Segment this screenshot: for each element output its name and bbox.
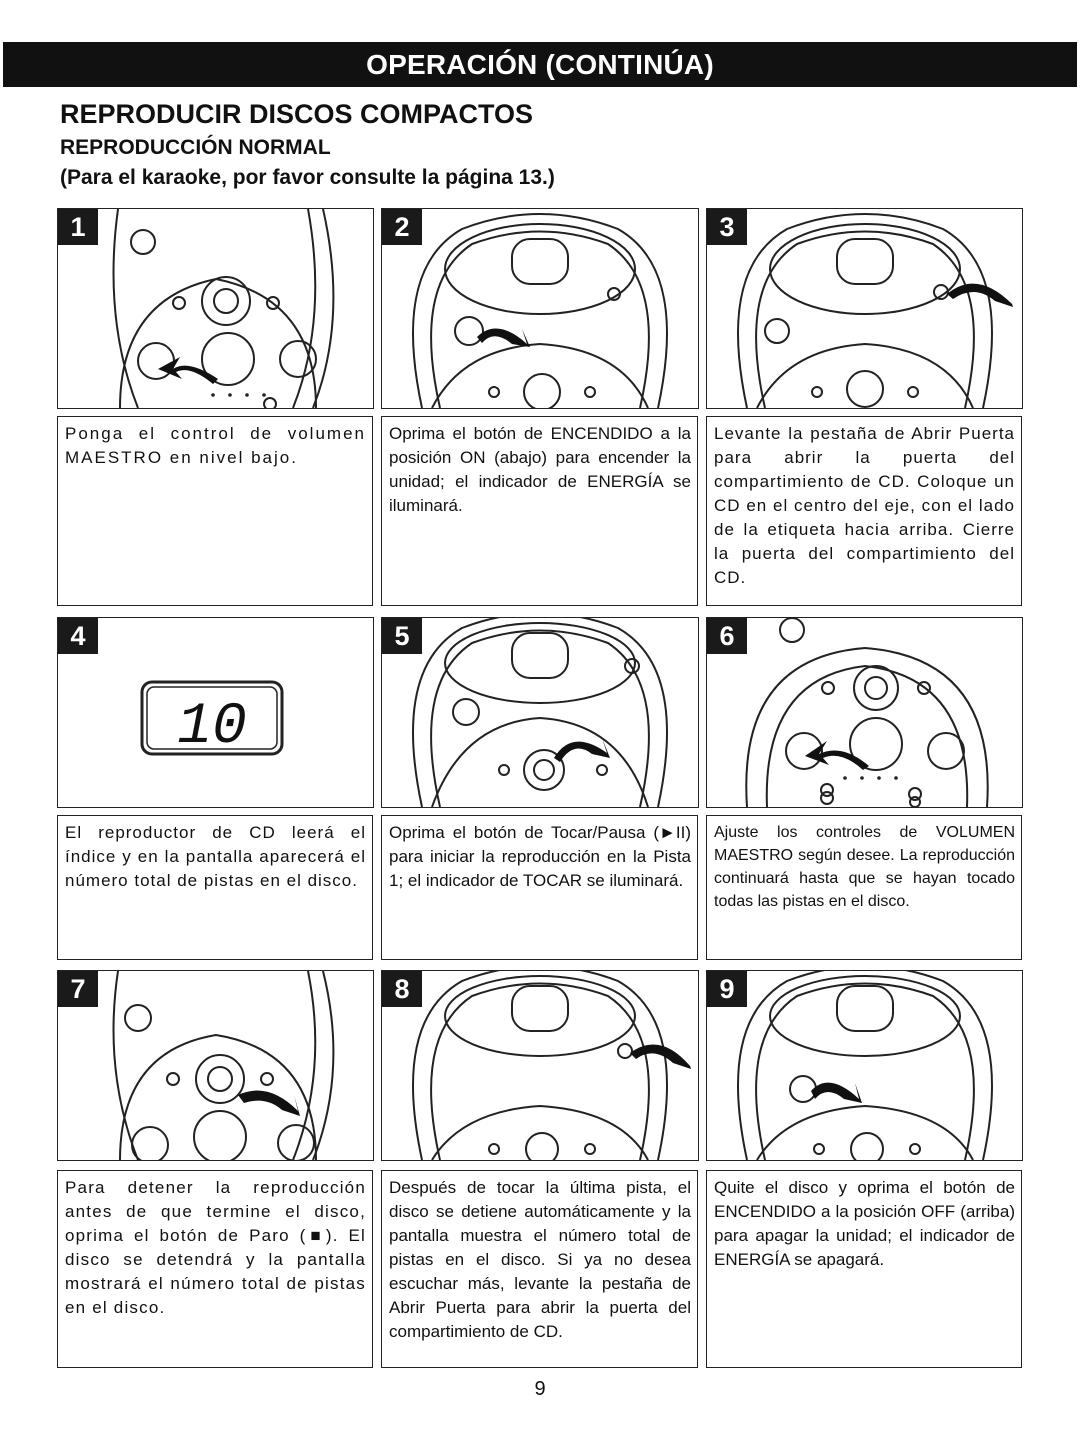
karaoke-note: (Para el karaoke, por favor consulte la … — [60, 166, 555, 189]
step-6-caption: Ajuste los controles de VOLUMEN MAESTRO … — [706, 815, 1022, 960]
step-7-number: 7 — [58, 971, 98, 1007]
step-2-caption: Oprima el botón de ENCENDIDO a la posici… — [381, 416, 698, 606]
cd-player-drawing — [412, 618, 668, 807]
step-5-number: 5 — [382, 618, 422, 654]
step-1-illustration: 1 — [57, 208, 374, 409]
step-3-number: 3 — [707, 209, 747, 245]
step-9-number: 9 — [707, 971, 747, 1007]
step-4-caption: El reproductor de CD leerá el índice y e… — [57, 815, 373, 960]
step-5-caption: Oprima el botón de Tocar/Pausa (►II) par… — [381, 815, 698, 960]
step-3-illustration: 3 — [706, 208, 1023, 409]
cd-player-drawing — [737, 213, 1013, 408]
section-banner: OPERACIÓN (CONTINÚA) — [3, 42, 1077, 87]
control-panel-drawing — [745, 618, 989, 807]
control-panel-drawing — [112, 209, 335, 408]
cd-player-drawing — [412, 971, 691, 1160]
page-number: 9 — [534, 1378, 546, 1400]
step-9-illustration: 9 — [706, 970, 1023, 1161]
step-8-caption: Después de tocar la última pista, el dis… — [381, 1170, 698, 1368]
page-title: REPRODUCIR DISCOS COMPACTOS — [60, 99, 534, 129]
step-1-caption: Ponga el control de volumen MAESTRO en n… — [57, 416, 373, 606]
step-3-caption: Levante la pestaña de Abrir Puerta para … — [706, 416, 1022, 606]
track-count-display: 10 — [177, 695, 247, 760]
step-9-caption: Quite el disco y oprima el botón de ENCE… — [706, 1170, 1022, 1368]
step-7-caption: Para detener la reproducción antes de qu… — [57, 1170, 373, 1368]
step-1-number: 1 — [58, 209, 98, 245]
step-7-illustration: 7 — [57, 970, 374, 1161]
step-2-illustration: 2 — [381, 208, 699, 409]
lcd-display-drawing: 10 — [140, 680, 284, 760]
step-4-number: 4 — [58, 618, 98, 654]
step-4-illustration: 4 10 — [57, 617, 374, 808]
step-2-number: 2 — [382, 209, 422, 245]
step-5-illustration: 5 — [381, 617, 699, 808]
step-6-illustration: 6 — [706, 617, 1023, 808]
cd-player-drawing — [737, 971, 993, 1160]
cd-player-drawing — [412, 213, 668, 408]
section-subtitle: REPRODUCCIÓN NORMAL — [60, 136, 331, 159]
control-panel-drawing — [112, 971, 335, 1160]
step-8-illustration: 8 — [381, 970, 699, 1161]
step-6-number: 6 — [707, 618, 747, 654]
step-8-number: 8 — [382, 971, 422, 1007]
